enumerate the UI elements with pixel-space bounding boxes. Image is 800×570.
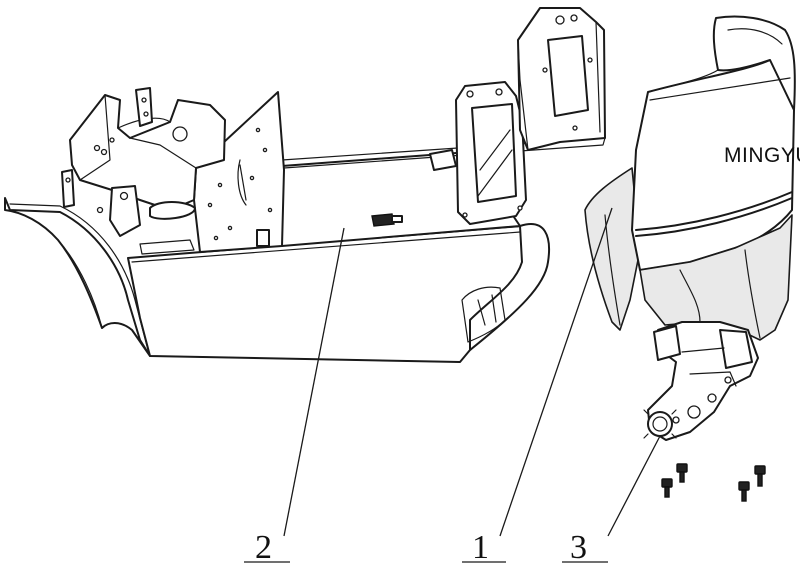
callout-3: 3 [562,435,661,566]
front-skirt [4,197,151,357]
callout-label-2: 2 [255,529,272,566]
screw [676,463,688,483]
cover-lower-flap [584,167,641,331]
callout-label-1: 1 [472,529,489,566]
mounting-screws [661,463,766,502]
floor-bolt [371,213,395,227]
floor-frame-assembly [4,7,606,363]
tray-right-side [469,223,550,351]
hinge-bracket-assembly [643,321,759,441]
front-cover-shroud: MINGYU [584,15,800,341]
hinge-knob [647,411,673,437]
cover-top-shell [712,15,796,111]
screw [661,478,673,498]
screw [754,465,766,487]
left-rear-bracket [69,94,226,211]
callout-label-3: 3 [570,529,587,566]
brand-logo-text: MINGYU [724,144,800,167]
screw [738,481,750,502]
callout-1: 1 [462,207,613,566]
callout-2: 2 [244,227,345,566]
